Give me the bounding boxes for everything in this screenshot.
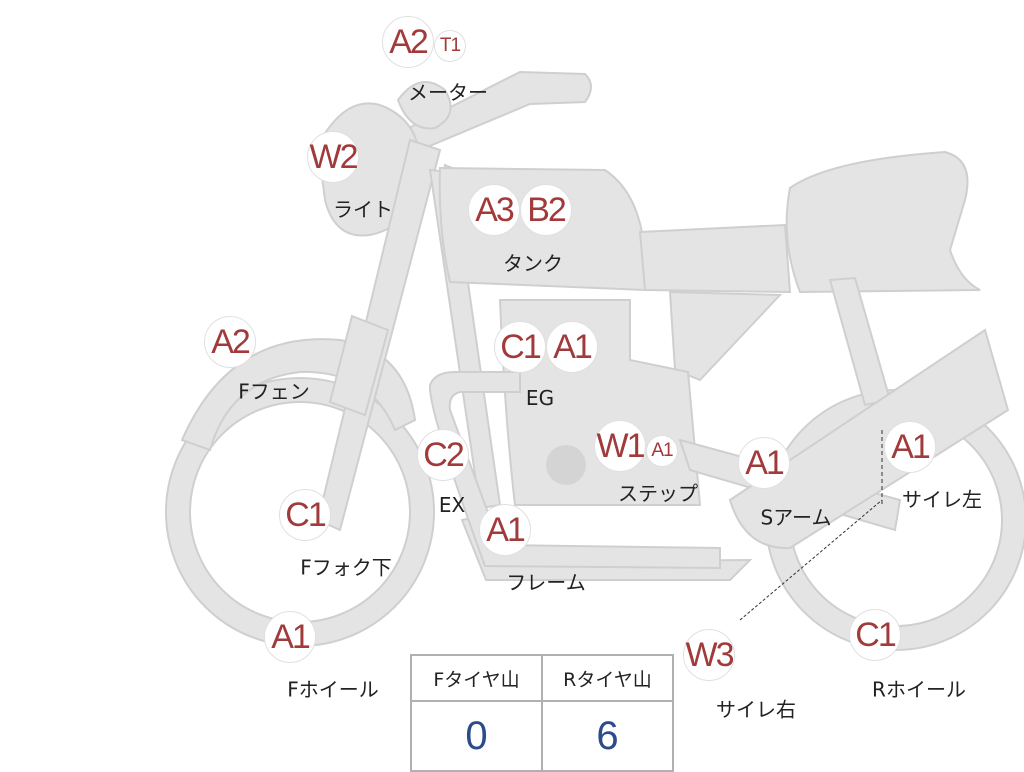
rear-shock-shape <box>828 276 892 407</box>
rear-tread-header: Rタイヤ山 <box>541 654 674 702</box>
muffler-shape <box>728 328 1010 550</box>
engine-label: EG <box>525 386 555 410</box>
meter-grade-2: T1 <box>434 30 466 62</box>
handlebar-shape <box>403 70 592 152</box>
frame-label: フレーム <box>506 570 586 595</box>
rear-tread-value: 6 <box>541 700 674 772</box>
tank-label: タンク <box>503 251 563 276</box>
muffler-right-leader-line <box>739 499 883 621</box>
f-wheel-grade: A1 <box>264 611 316 663</box>
exhaust-label: EX <box>438 493 466 517</box>
exhaust-grade: C2 <box>417 429 469 481</box>
tank-grade-2: B2 <box>520 184 572 236</box>
engine-grade-2: A1 <box>546 321 598 373</box>
step-grade-1: W1 <box>594 420 646 472</box>
muffler-left-grade: A1 <box>884 421 936 473</box>
muffler-right-grade: W3 <box>683 629 735 681</box>
meter-label: メーター <box>408 80 488 105</box>
tank-grade-1: A3 <box>468 184 520 236</box>
r-wheel-label: Rホイール <box>872 677 966 702</box>
front-tread-header: Fタイヤ山 <box>410 654 543 702</box>
engine-grade-1: C1 <box>494 321 546 373</box>
front-tread-value: 0 <box>410 700 543 772</box>
f-fork-lower-grade: C1 <box>279 489 331 541</box>
frame-grade: A1 <box>479 504 531 556</box>
f-wheel-label: Fホイール <box>287 677 379 702</box>
f-fender-label: Fフェン <box>238 379 310 404</box>
light-label: ライト <box>333 197 393 222</box>
engine-cover-shape <box>546 445 586 485</box>
fork-cover-shape <box>328 314 390 417</box>
tire-tread-table: Fタイヤ山 Rタイヤ山 0 6 <box>410 654 674 772</box>
meter-shape <box>396 81 452 130</box>
f-fender-grade: A2 <box>204 316 256 368</box>
step-grade-2: A1 <box>646 435 678 467</box>
seat-front-shape <box>638 223 792 294</box>
muffler-left-label: サイレ左 <box>902 487 982 512</box>
f-fork-lower-label: Fフォク下 <box>300 555 392 580</box>
meter-grade-1: A2 <box>382 16 434 68</box>
light-grade: W2 <box>307 131 359 183</box>
muffler-right-label: サイレ右 <box>716 697 796 722</box>
seat-rear-shape <box>785 150 981 294</box>
s-arm-label: Sアーム <box>760 505 832 530</box>
r-wheel-grade: C1 <box>849 609 901 661</box>
side-cover-shape <box>668 290 783 382</box>
step-label: ステップ <box>618 481 698 506</box>
s-arm-grade: A1 <box>738 437 790 489</box>
